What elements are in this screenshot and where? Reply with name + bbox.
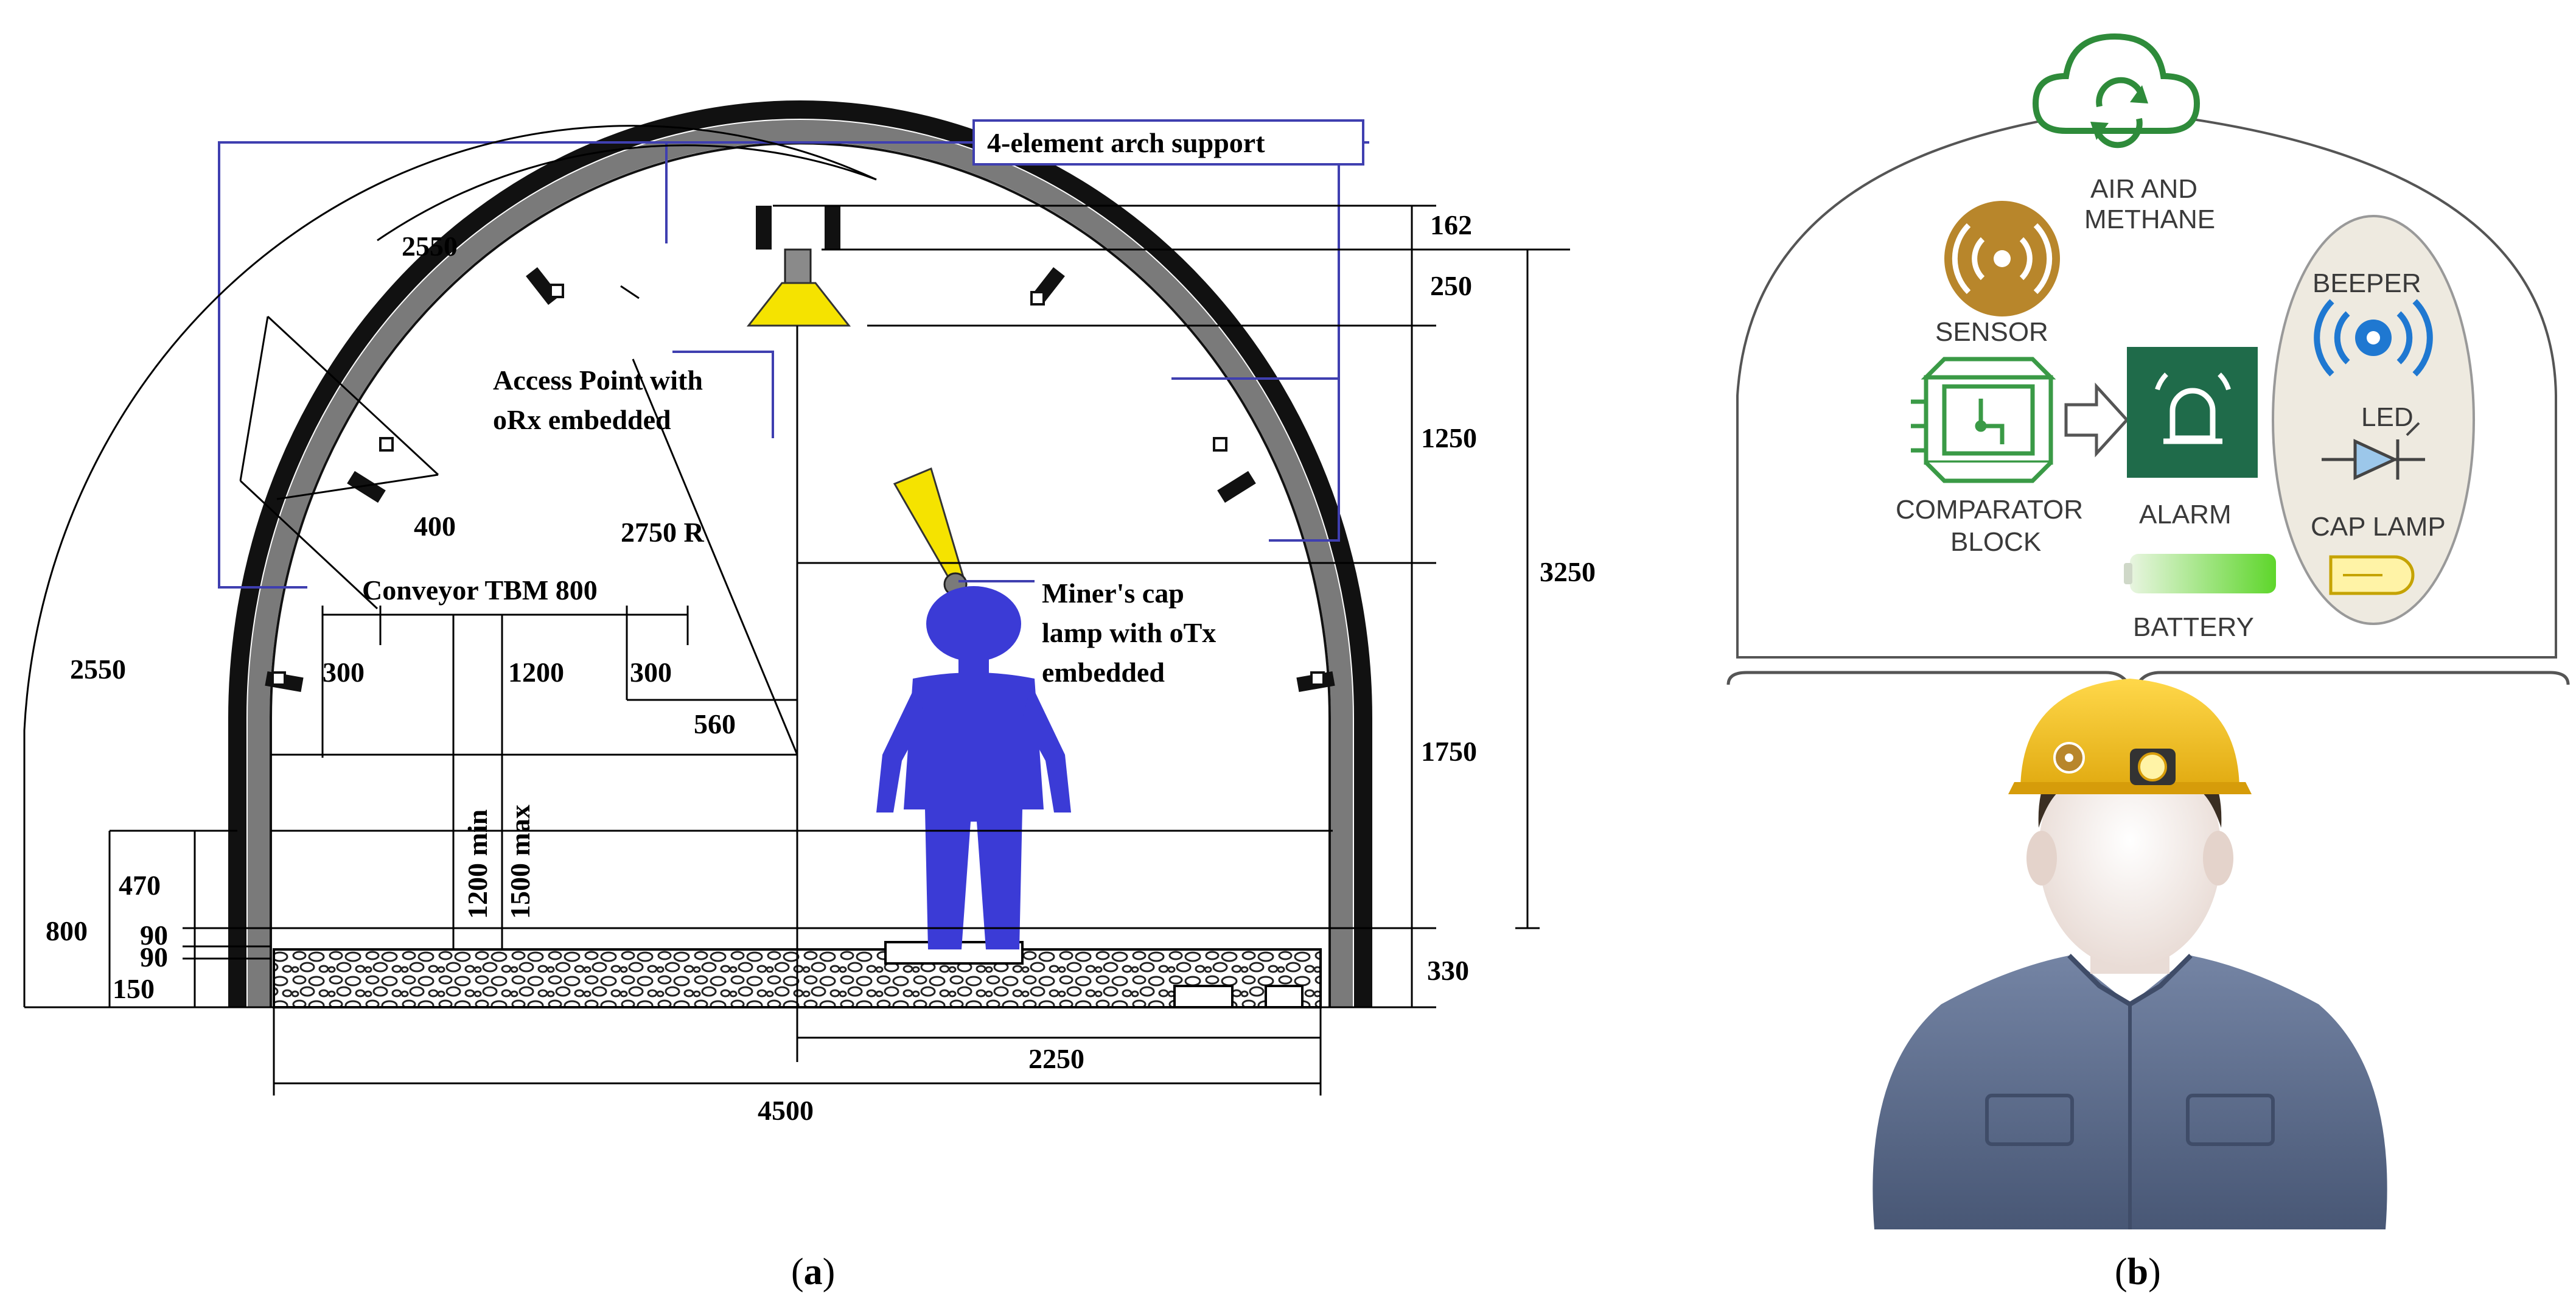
dim-conv-300-left: 300	[323, 657, 365, 688]
sensor-icon	[1944, 201, 2060, 316]
cap-lamp-icon	[2329, 555, 2415, 595]
arch-bolts	[271, 284, 1325, 686]
access-point-label-2: oRx embedded	[493, 404, 671, 435]
dim-90-b: 90	[140, 942, 168, 973]
panel-a-tunnel-diagram: 4-element arch support Access Point with…	[23, 100, 1596, 1293]
arch-inner	[248, 120, 1353, 1007]
cap-lamp-label-3: embedded	[1042, 657, 1165, 688]
miner-figure	[876, 467, 1071, 949]
dim-4500: 4500	[758, 1095, 814, 1126]
arch-outer	[228, 100, 1372, 1007]
dim-arc-left: 2550	[70, 654, 126, 685]
caption-a: (a)	[791, 1251, 835, 1293]
comparator-label-2: BLOCK	[1950, 527, 2041, 557]
air-label-1: AIR AND	[2090, 174, 2197, 204]
dim-conv-300-right: 300	[630, 657, 672, 688]
beeper-label: BEEPER	[2312, 268, 2421, 298]
cap-lamp-label: CAP LAMP	[2311, 512, 2446, 542]
dim-162: 162	[1430, 209, 1472, 240]
miner-avatar	[1873, 679, 2387, 1229]
dim-segment-400: 400	[414, 511, 456, 542]
rail-block-2	[1265, 985, 1304, 1008]
dim-150: 150	[113, 973, 155, 1004]
battery-label: BATTERY	[2133, 612, 2254, 642]
led-icon	[2322, 422, 2425, 480]
dim-3250: 3250	[1540, 556, 1596, 587]
arrow-right-icon	[2064, 382, 2129, 458]
dim-conv-1200: 1200	[508, 657, 564, 688]
leader-lines	[218, 141, 1369, 589]
alarm-label: ALARM	[2139, 500, 2232, 529]
comparator-block-icon	[1911, 357, 2056, 483]
dim-90-a: 90	[140, 920, 168, 951]
cap-lamp-label-2: lamp with oTx	[1042, 617, 1216, 648]
arch-support-label-box	[972, 119, 1364, 166]
rail-block-1	[1173, 985, 1234, 1008]
conveyor-label: Conveyor TBM 800	[362, 575, 598, 606]
dim-offset-560: 560	[694, 708, 736, 739]
air-label-2: METHANE	[2084, 204, 2215, 234]
access-point-label-1: Access Point with	[493, 365, 703, 396]
caption-b: (b)	[2115, 1251, 2161, 1293]
cap-lamp-beam	[893, 467, 966, 585]
dim-2250: 2250	[1028, 1043, 1084, 1074]
beeper-icon	[2314, 299, 2433, 377]
alarm-icon	[2127, 347, 2258, 478]
dimension-lines	[23, 125, 1570, 1096]
led-label: LED	[2361, 402, 2414, 432]
dim-1250: 1250	[1421, 422, 1477, 453]
dim-min-height: 1200 min	[462, 809, 493, 919]
dim-470: 470	[119, 870, 161, 901]
recycle-arrows-icon	[2090, 77, 2148, 149]
dim-330: 330	[1427, 955, 1469, 986]
dim-arc-top: 2550	[402, 231, 458, 262]
dim-max-height: 1500 max	[504, 805, 536, 919]
dim-800: 800	[46, 915, 88, 946]
dim-radius: 2750 R	[621, 517, 705, 548]
panel-b-cap-lamp-system: AIR AND METHANE SENSOR COMPARATOR BLOCK	[1726, 33, 2570, 1293]
access-point-mount	[784, 248, 812, 284]
access-point-lamp	[746, 282, 851, 327]
comparator-label-1: COMPARATOR	[1896, 495, 2083, 525]
sensor-label: SENSOR	[1935, 317, 2048, 347]
arch-support-label: 4-element arch support	[987, 127, 1265, 158]
battery-icon	[2124, 554, 2276, 593]
dim-1750: 1750	[1421, 736, 1477, 767]
cap-lamp-label-1: Miner's cap	[1042, 578, 1184, 609]
dim-250: 250	[1430, 270, 1472, 301]
